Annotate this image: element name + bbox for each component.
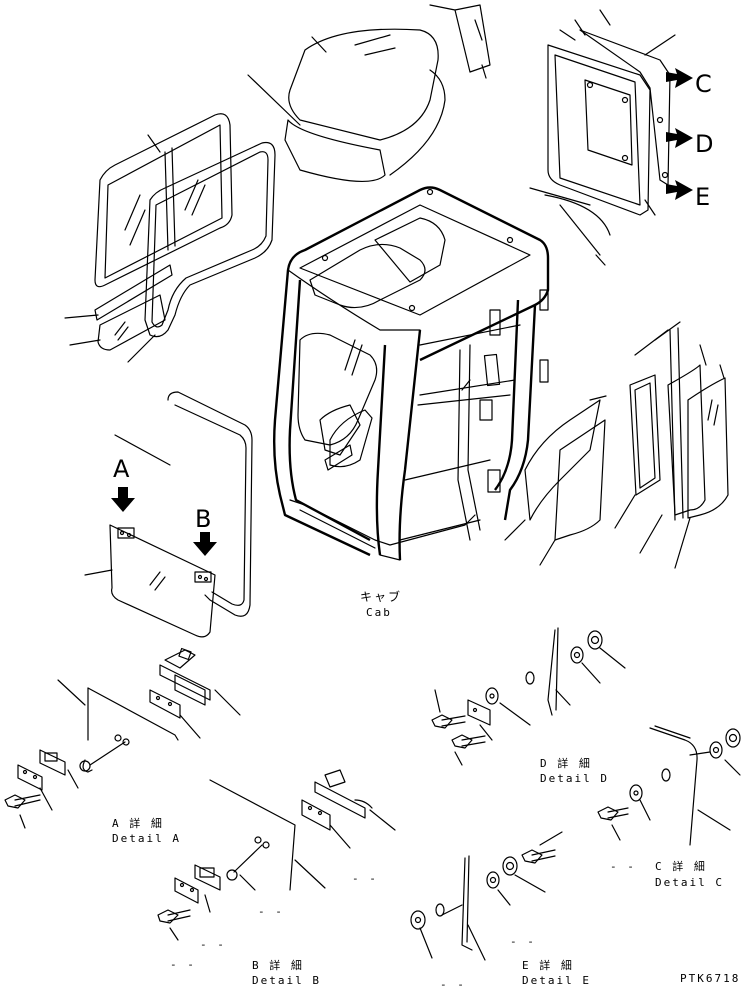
dash-mark: - - [610, 860, 636, 873]
callout-arrows-cde [666, 68, 693, 200]
dash-mark: - - [510, 935, 536, 948]
label-detail-c-en: Detail C [655, 876, 724, 889]
label-detail-a-jp: A 詳 細 [112, 817, 164, 830]
label-detail-c-jp: C 詳 細 [655, 860, 707, 873]
callout-b: B [195, 505, 212, 533]
dash-mark: - - [170, 958, 196, 971]
drawing-number: PTK6718 [680, 972, 741, 985]
callout-e: E [695, 183, 711, 211]
side-window-lower-strip [64, 264, 173, 363]
label-detail-d-en: Detail D [540, 772, 609, 785]
callout-arrows-ab [111, 487, 217, 556]
small-glass-top [429, 4, 491, 79]
dash-mark: - - [440, 978, 466, 991]
dash-mark: - - [200, 938, 226, 951]
callout-c: C [695, 70, 712, 98]
label-detail-b-jp: B 詳 細 [252, 959, 304, 972]
label-detail-e-en: Detail E [522, 974, 591, 987]
cab-hatching [344, 339, 471, 391]
detail-a-group [4, 647, 241, 829]
label-detail-d-jp: D 詳 細 [540, 757, 592, 770]
label-cab-en: Cab [366, 606, 392, 619]
side-window-upper [94, 113, 233, 288]
detail-d-group [431, 627, 626, 766]
label-cab-jp: キャブ [360, 590, 403, 604]
dash-mark: - - [258, 905, 284, 918]
label-detail-e-jp: E 詳 細 [522, 959, 574, 972]
rear-window-assembly [529, 9, 676, 266]
detail-c-group [597, 725, 741, 846]
door-glass-lower [84, 524, 216, 638]
detail-b-group [157, 769, 396, 941]
dash-mark: - - [352, 872, 378, 885]
cab-frame [273, 186, 550, 561]
callout-a: A [113, 455, 130, 483]
door-glass-seal [114, 391, 253, 617]
right-side-panels [504, 321, 729, 569]
headliner-panel [247, 28, 446, 182]
callout-d: D [695, 130, 714, 158]
side-window-seal [144, 141, 276, 338]
label-detail-a-en: Detail A [112, 832, 181, 845]
label-detail-b-en: Detail B [252, 974, 321, 987]
detail-e-group [410, 831, 563, 961]
